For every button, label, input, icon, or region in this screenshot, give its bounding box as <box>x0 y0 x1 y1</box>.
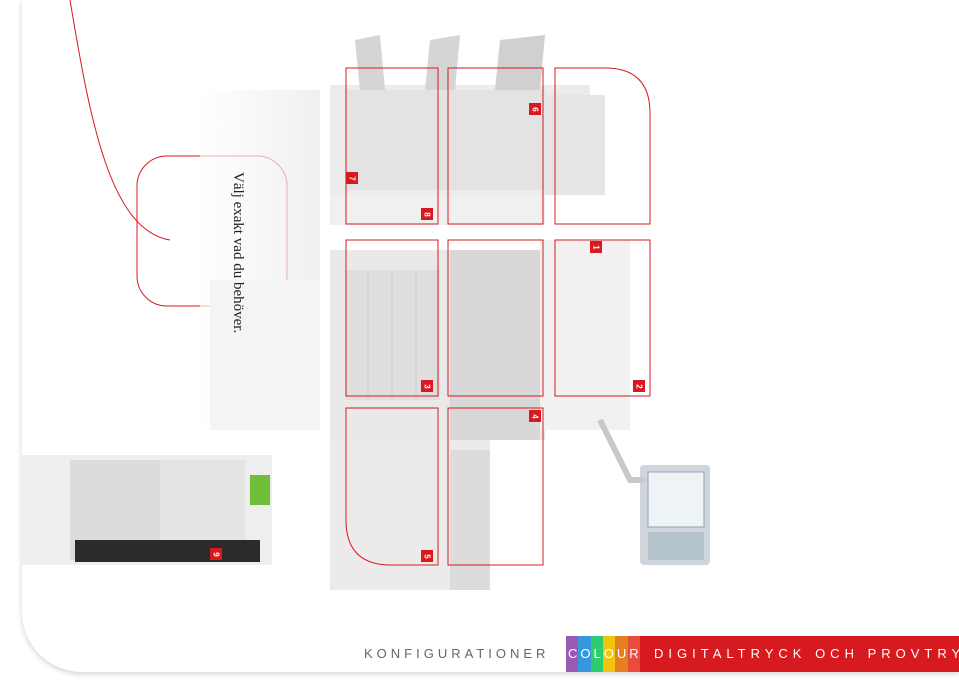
marker-1: 1 <box>590 241 602 253</box>
callout: Välj exakt vad du behöver. <box>200 172 260 333</box>
marker-6: 6 <box>529 103 541 115</box>
colour-bar-2 <box>578 636 591 672</box>
colour-label: COLOUR <box>568 646 642 661</box>
colour-bar-5 <box>615 636 628 672</box>
colour-bar-4 <box>602 636 616 672</box>
marker-5: 5 <box>421 550 433 562</box>
colour-bar-3 <box>590 636 603 672</box>
colour-bar-6 <box>627 636 640 672</box>
footer-section: KONFIGURATIONER <box>364 646 550 661</box>
marker-2: 2 <box>633 380 645 392</box>
marker-9: 9 <box>210 548 222 560</box>
footer: KONFIGURATIONER COLOUR DIGITALTRYCK OCH … <box>22 636 959 672</box>
colour-bar-1 <box>566 636 579 672</box>
callout-text: Välj exakt vad du behöver. <box>230 172 246 334</box>
marker-4: 4 <box>529 410 541 422</box>
marker-8: 8 <box>421 208 433 220</box>
marker-7: 7 <box>346 172 358 184</box>
colour-bars <box>566 636 640 672</box>
footer-title-bar: DIGITALTRYCK OCH PROVTRYCK <box>640 636 959 672</box>
footer-title: DIGITALTRYCK OCH PROVTRYCK <box>654 646 959 661</box>
marker-3: 3 <box>421 380 433 392</box>
